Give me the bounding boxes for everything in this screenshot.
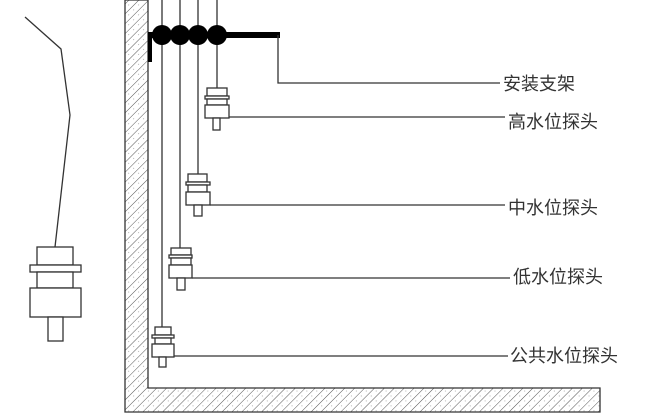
label-mid-probe: 中水位探头: [508, 198, 598, 219]
standalone-probe: [24, 16, 82, 342]
label-high-probe: 高水位探头: [508, 112, 598, 133]
common-water-probe: [151, 326, 508, 368]
mounting-bracket: [148, 25, 500, 84]
high-water-probe: [204, 87, 505, 131]
label-low-probe: 低水位探头: [513, 267, 603, 288]
tank-wall: [124, 0, 601, 413]
label-common-probe: 公共水位探头: [510, 346, 618, 367]
label-bracket: 安装支架: [503, 74, 575, 95]
low-water-probe: [168, 247, 510, 291]
mid-water-probe: [185, 173, 505, 217]
